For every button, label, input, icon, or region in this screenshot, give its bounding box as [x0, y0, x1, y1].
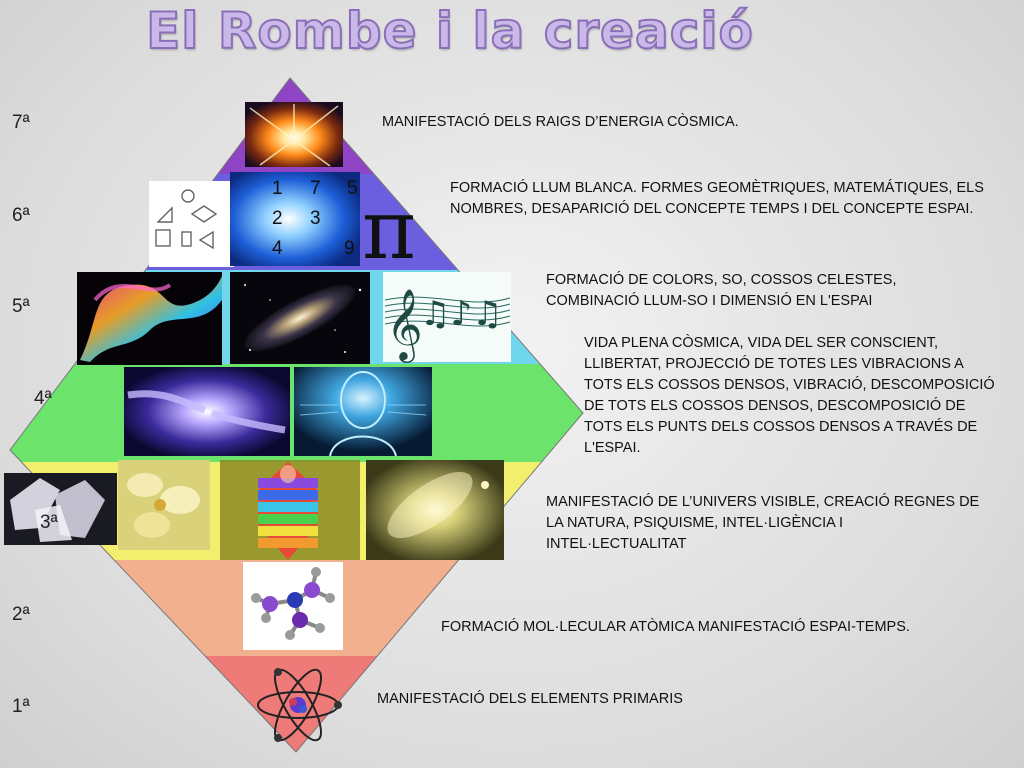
number-7: 7: [310, 178, 321, 199]
number-5: 5: [347, 178, 358, 199]
number-1: 1: [272, 178, 283, 199]
yellow-galaxy-image: [366, 460, 504, 560]
level-label-7: 7ª: [12, 112, 30, 133]
level-2-description: FORMACIÓ MOL·LECULAR ATÒMICA MANIFESTACI…: [441, 619, 910, 635]
level-label-4: 4ª: [34, 388, 52, 409]
number-2: 2: [272, 208, 283, 229]
level-3-description: MANIFESTACIÓ DE L’UNIVERS VISIBLE, CREAC…: [546, 494, 980, 552]
level-label-2: 2ª: [12, 604, 30, 625]
level-7-description: MANIFESTACIÓ DELS RAIGS D’ENERGIA CÒSMIC…: [382, 114, 739, 130]
atom-icon: [257, 668, 342, 742]
level-6-description: FORMACIÓ LLUM BLANCA. FORMES GEOMÈTRIQUE…: [450, 180, 984, 217]
treble-clef-icon: 𝄞: [386, 287, 423, 363]
level-label-6: 6ª: [12, 205, 30, 226]
numbers-light-image: 1 7 5 2 3 4 9: [230, 172, 360, 266]
geometric-shapes-image: [149, 181, 234, 267]
glowing-head-image: [294, 367, 432, 457]
level-label-3: 3ª: [40, 512, 58, 533]
orchid-image: [118, 460, 210, 550]
level-4-description: VIDA PLENA CÒSMICA, VIDA DEL SER CONSCIE…: [584, 335, 995, 456]
number-3: 3: [310, 208, 321, 229]
rainbow-smoke-image: [77, 272, 222, 365]
number-9: 9: [344, 238, 355, 259]
music-note-icon: ♫♪♫: [420, 294, 503, 334]
glowing-hands-image: [124, 367, 290, 456]
galaxy-image: [230, 272, 370, 364]
level-1-description: MANIFESTACIÓ DELS ELEMENTS PRIMARIS: [377, 691, 683, 707]
pi-symbol: π: [362, 183, 416, 278]
number-4: 4: [272, 238, 283, 259]
chakra-figure-image: [220, 460, 360, 560]
crystals-image: [4, 473, 117, 545]
level-5-description: FORMACIÓ DE COLORS, SO, COSSOS CELESTES,…: [546, 272, 897, 309]
molecule-image: [243, 562, 343, 650]
music-notes-image: 𝄞 ♫♪♫: [383, 272, 511, 363]
level-label-1: 1ª: [12, 696, 30, 717]
level-label-5: 5ª: [12, 296, 30, 317]
page-title: El Rombe i la creació: [145, 1, 754, 61]
energy-burst-image: [245, 102, 343, 167]
